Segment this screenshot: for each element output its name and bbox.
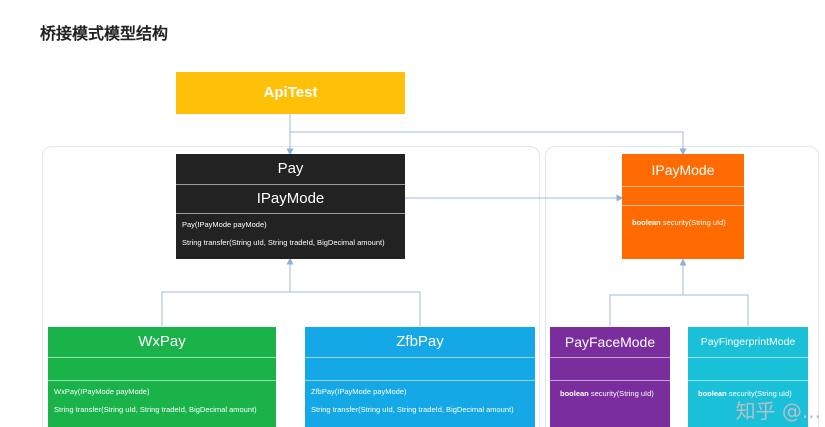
pay-subtitle: IPayMode (256, 190, 325, 207)
payfingerprintmode-title: PayFingerprintMode (700, 336, 796, 348)
payfingerprintmode-method: boolean security(String uId) (688, 385, 808, 403)
apitest-box: ApiTest (176, 72, 405, 114)
pay-method: Pay(IPayMode payMode) (182, 220, 267, 229)
abstraction-group (42, 146, 540, 427)
method-keyword: boolean (560, 389, 589, 398)
zfbpay-box: ZfbPay ZfbPay(IPayMode payMode) String t… (305, 327, 535, 427)
ipaymode-title: IPayMode (651, 162, 715, 178)
zfbpay-title: ZfbPay (396, 333, 444, 350)
payfingerprintmode-separator-1 (688, 357, 808, 358)
zfbpay-separator-1 (305, 357, 535, 358)
implementation-group (545, 146, 819, 427)
wxpay-method: String transfer(String uId, String trade… (54, 405, 257, 414)
method-signature: security(String uId) (660, 218, 726, 227)
wxpay-method: WxPay(IPayMode payMode) (54, 387, 150, 396)
ipaymode-method: boolean security(String uId) (622, 214, 744, 232)
ipaymode-separator (622, 186, 744, 187)
zfbpay-method: ZfbPay(IPayMode payMode) (311, 387, 407, 396)
wxpay-box: WxPay WxPay(IPayMode payMode) String tra… (48, 327, 276, 427)
page-title: 桥接模式模型结构 (40, 24, 169, 43)
pay-title: Pay (277, 160, 304, 177)
watermark: 知乎 @... (735, 399, 821, 423)
edge-facemode-ipaymode (609, 294, 749, 326)
wxpay-separator-1 (48, 357, 276, 358)
pay-method: String transfer(String uId, String trade… (182, 238, 385, 247)
payfacemode-separator-2 (550, 380, 670, 381)
apitest-title: ApiTest (263, 84, 318, 101)
method-keyword: boolean (698, 389, 727, 398)
wxpay-title: WxPay (138, 333, 186, 350)
payfingerprintmode-separator-2 (688, 380, 808, 381)
zfbpay-method: String transfer(String uId, String trade… (311, 405, 514, 414)
zfbpay-separator-2 (305, 380, 535, 381)
payfingerprintmode-box: PayFingerprintMode boolean security(Stri… (688, 327, 808, 427)
pay-separator-1 (176, 184, 405, 185)
payfacemode-separator-1 (550, 357, 670, 358)
method-signature: security(String uId) (726, 389, 792, 398)
edge-apitest-ipaymode (290, 131, 687, 156)
wxpay-separator-2 (48, 380, 276, 381)
edge-wxpay-pay (161, 291, 421, 326)
payfacemode-method: boolean security(String uId) (550, 385, 670, 403)
ipaymode-box: IPayMode boolean security(String uId) (622, 154, 744, 259)
method-keyword: boolean (632, 218, 661, 227)
pay-separator-2 (176, 213, 405, 214)
payfacemode-box: PayFaceMode boolean security(String uId) (550, 327, 670, 427)
payfacemode-title: PayFaceMode (564, 334, 656, 350)
pay-box: Pay IPayMode Pay(IPayMode payMode) Strin… (176, 154, 405, 259)
ipaymode-separator (622, 205, 744, 206)
method-signature: security(String uId) (588, 389, 654, 398)
